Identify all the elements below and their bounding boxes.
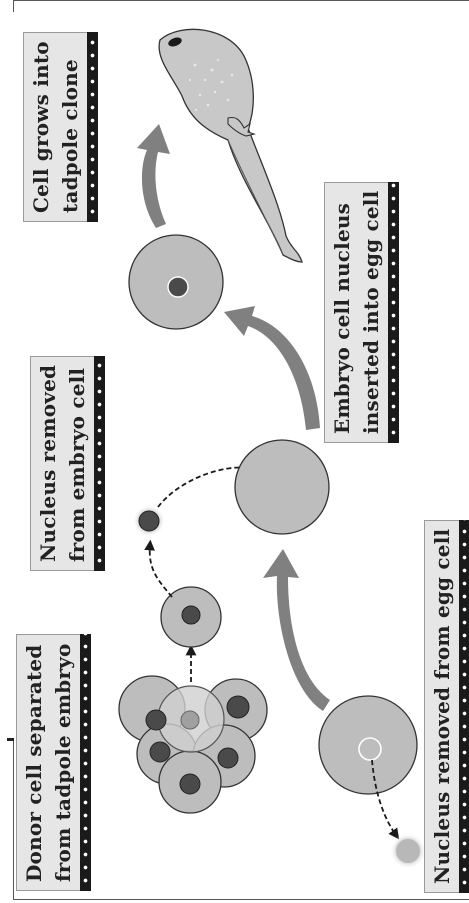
tadpole-speckles (188, 58, 234, 112)
embryo-nucleus (226, 695, 250, 719)
frame-left-bottom (13, 738, 14, 900)
dashed-arrow (371, 759, 400, 840)
dotted-strip (80, 634, 91, 891)
gray-flow-arrow (137, 124, 170, 228)
embryo-nucleus (217, 747, 239, 769)
removed-embryo-nucleus (138, 510, 160, 532)
label-line: from tadpole embryo (51, 643, 75, 882)
dashed-arrow (144, 539, 173, 598)
tadpole-leg (227, 116, 256, 137)
label-line: inserted into egg cell (359, 190, 383, 434)
label-cell-grows: Cell grows into tadpole clone (23, 32, 98, 222)
egg-cell-nucleus (358, 737, 382, 761)
label-donor-cell-separated: Donor cell separated from tadpole embryo (16, 634, 91, 891)
label-line: Cell grows into (29, 41, 53, 213)
dotted-strip (388, 181, 399, 443)
gray-flow-arrow (224, 306, 320, 430)
donor-cell-nucleus (181, 605, 201, 625)
embryo-nucleus (179, 773, 201, 795)
label-line: Donor cell separated (22, 644, 46, 883)
dotted-strip (87, 32, 98, 222)
frame-top (13, 0, 469, 1)
label-line: Nucleus removed from egg cell (430, 528, 454, 884)
dotted-strip (94, 355, 105, 571)
tadpole-tail-fin (227, 139, 284, 256)
label-line: from embryo cell (65, 367, 89, 562)
frame-bottom (13, 899, 469, 900)
tadpole-eye (168, 37, 182, 47)
frame-mark (7, 738, 14, 741)
label-line: tadpole clone (58, 59, 82, 213)
enucleated-egg-cell (234, 439, 330, 535)
dotted-strip (459, 519, 469, 893)
donor-nucleus-ghost (180, 710, 200, 730)
label-line: Embryo cell nucleus (330, 202, 354, 434)
label-nucleus-removed-embryo: Nucleus removed from embryo cell (30, 355, 105, 571)
removed-egg-nucleus (396, 839, 420, 863)
embryo-nucleus (145, 709, 167, 731)
tadpole-clone (158, 28, 303, 263)
tadpole-embryo-cluster (118, 675, 268, 814)
label-nucleus-removed-egg: Nucleus removed from egg cell (424, 519, 469, 893)
frame-left-top (13, 0, 14, 12)
label-embryo-nucleus-inserted: Embryo cell nucleus inserted into egg ce… (324, 181, 399, 443)
embryo-nucleus (149, 741, 171, 763)
label-line: Nucleus removed (36, 364, 60, 562)
reconstituted-nucleus (167, 276, 189, 298)
gray-flow-arrow (263, 549, 330, 711)
